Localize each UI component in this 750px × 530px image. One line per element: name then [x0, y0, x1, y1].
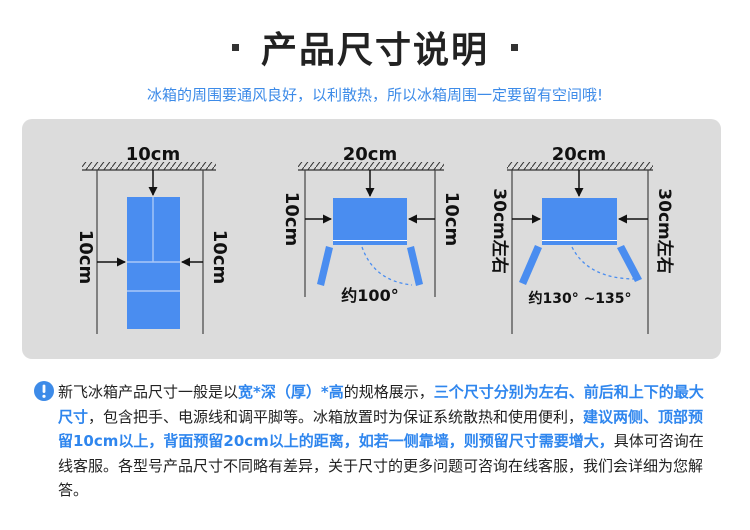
swing-arc: [571, 246, 637, 280]
ceiling-hatch: [507, 162, 653, 170]
label-left: 10cm: [75, 230, 96, 284]
ceiling-hatch: [82, 162, 216, 170]
label-right: 10cm: [441, 192, 462, 246]
diagram-panel: 10cm 10cm 10cm 20cm 10cm 10cm 约100°: [22, 119, 721, 359]
note-highlight-3: 建议两侧、顶部预留10cm以上，背面预留20cm以上的距离，如若一侧靠墙，则预留…: [58, 407, 704, 451]
label-right: 10cm: [209, 230, 230, 284]
door-left: [317, 246, 333, 286]
label-top: 20cm: [552, 144, 606, 165]
note-text-4: 具体可咨询在线客服。各型号产品尺寸不同略有差异，关于尺寸的更多问题可咨询在线客服…: [58, 432, 704, 499]
label-left: 10cm: [281, 192, 302, 246]
note-text-3: ，包含把手、电源线和调平脚等。冰箱放置时为保证系统散热和使用便利，: [88, 407, 584, 426]
label-angle: 约100°: [341, 286, 398, 305]
label-right: 30cm左右: [654, 188, 675, 273]
note-text-2: 的规格展示，: [343, 383, 434, 401]
fridge-body: [333, 198, 407, 240]
label-top: 20cm: [343, 144, 397, 165]
label-top: 10cm: [126, 144, 180, 165]
page-subtitle: 冰箱的周围要通风良好，以利散热，所以冰箱周围一定要留有空间哦!: [146, 86, 604, 104]
note-highlight-2: 三个尺寸分别为左右、前后和上下的最大尺寸: [58, 383, 704, 426]
diagram-front-view: 10cm 10cm 10cm: [75, 144, 230, 334]
title-dot-right: [511, 43, 518, 51]
swing-arc: [361, 246, 413, 286]
ceiling-hatch: [298, 162, 444, 170]
door-right: [617, 245, 642, 282]
door-left: [519, 245, 542, 285]
page-title: 产品尺寸说明: [260, 30, 489, 71]
door-right: [407, 246, 423, 286]
title-dot-left: [231, 43, 239, 51]
title-bar: 产品尺寸说明: [0, 22, 750, 72]
fridge-body: [542, 198, 617, 240]
size-note: 新飞冰箱产品尺寸一般是以宽*深（厚）*高的规格展示，三个尺寸分别为左右、前后和上…: [58, 380, 718, 503]
note-highlight-1: 宽*深（厚）*高: [238, 383, 344, 401]
label-angle: 约130° ~135°: [528, 290, 631, 307]
exclamation-circle-icon: [34, 381, 54, 401]
diagram-top-view-100: 20cm 10cm 10cm 约100°: [281, 144, 462, 305]
diagram-top-view-135: 20cm 30cm左右 30cm左右 约130° ~135°: [489, 144, 675, 334]
clearance-diagrams: 10cm 10cm 10cm 20cm 10cm 10cm 约100°: [75, 144, 675, 334]
label-left: 30cm左右: [489, 188, 510, 273]
note-text-1: 新飞冰箱产品尺寸一般是以: [58, 383, 239, 401]
